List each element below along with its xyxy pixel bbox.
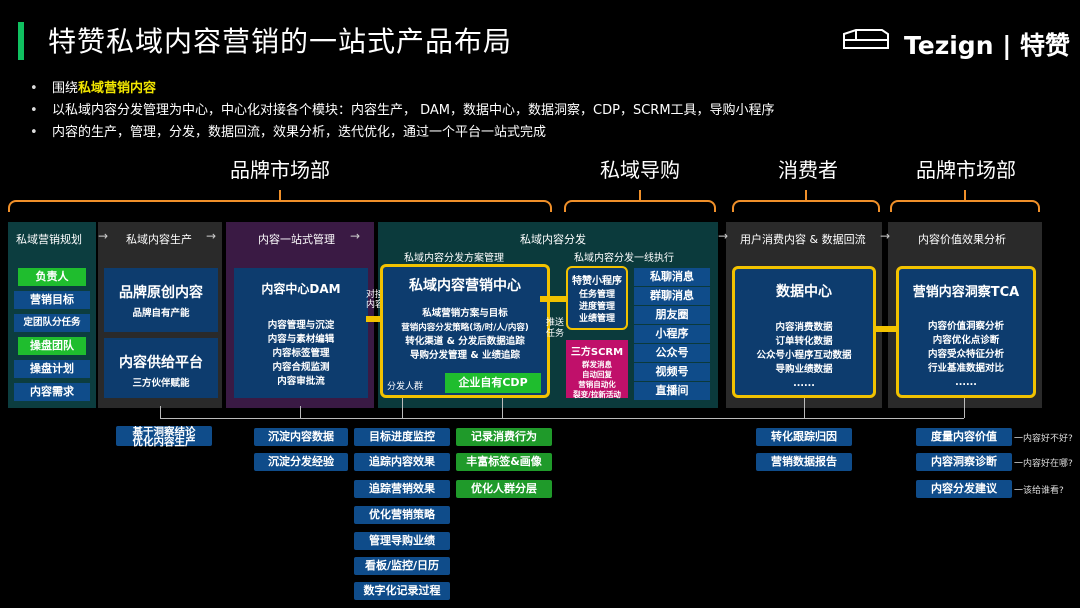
bullet-item: •内容的生产，管理，分发，数据回流，效果分析，迭代优化，通过一个平台一站式完成 xyxy=(30,125,547,140)
insight-optimize-label: 基于洞察结论 优化内容生产 xyxy=(116,426,212,447)
double-arrow-icon xyxy=(540,296,566,302)
section-label-brand: 品牌市场部 xyxy=(230,158,330,182)
tca-result-item: 内容洞察诊断 xyxy=(916,453,1012,471)
sub-column-head: 私域内容分发一线执行 xyxy=(574,253,674,264)
channel-item: 直播间 xyxy=(634,382,710,400)
tca-question: 一内容好不好? xyxy=(1014,434,1073,444)
arrow-right-icon: → xyxy=(206,229,217,243)
tca-result-item: 内容分发建议 xyxy=(916,480,1012,498)
production-box-original: 品牌原创内容 品牌自有产能 xyxy=(104,268,218,332)
planning-item: 营销目标 xyxy=(14,291,90,309)
center-result-item: 管理导购业绩 xyxy=(354,532,450,550)
arrow-right-icon: → xyxy=(98,229,109,243)
tezign-logo-icon xyxy=(843,29,889,49)
sub-column-head: 私域内容分发方案管理 xyxy=(404,253,504,264)
bullet-item: •以私域内容分发管理为中心，中心化对接各个模块：内容生产， DAM，数据中心，数… xyxy=(30,103,775,118)
section-brace xyxy=(564,200,716,212)
channel-item: 公众号 xyxy=(634,344,710,362)
section-label-private: 私域导购 xyxy=(600,158,680,182)
section-brace xyxy=(890,200,1040,212)
column-head: 内容一站式管理 xyxy=(258,233,335,246)
center-result-item: 目标进度监控 xyxy=(354,428,450,446)
arrow-right-icon: → xyxy=(350,229,361,243)
column-head: 私域内容分发 xyxy=(520,233,586,246)
center-result-item: 追踪内容效果 xyxy=(354,453,450,471)
cdp-button: 企业自有CDP xyxy=(445,373,541,393)
channel-item: 视频号 xyxy=(634,363,710,381)
section-label-brand-analysis: 品牌市场部 xyxy=(916,158,1016,182)
bullet-list: •围绕私域营销内容 •以私域内容分发管理为中心，中心化对接各个模块：内容生产， … xyxy=(30,78,775,144)
arrow-right-icon: → xyxy=(718,229,729,243)
scrm-box: 三方SCRM 群发消息 自动回复 营销自动化 裂变/拉新活动 xyxy=(566,340,628,399)
data-center-box: 数据中心 内容消费数据 订单转化数据 公众号小程序互动数据 导购业绩数据 ...… xyxy=(732,266,876,398)
bullet-item: •围绕私域营销内容 xyxy=(30,81,157,96)
tca-result-item: 度量内容价值 xyxy=(916,428,1012,446)
page-title: 特赞私域内容营销的一站式产品布局 xyxy=(48,25,513,58)
cdp-result-item: 记录消费行为 xyxy=(456,428,552,446)
column-head: 用户消费内容 & 数据回流 xyxy=(740,233,866,246)
production-box-supply: 内容供给平台 三方伙伴赋能 xyxy=(104,338,218,398)
channel-item: 朋友圈 xyxy=(634,306,710,324)
data-result-item: 转化跟踪归因 xyxy=(756,428,852,446)
title-accent-bar xyxy=(18,22,24,60)
center-result-item: 优化营销策略 xyxy=(354,506,450,524)
section-brace xyxy=(8,200,552,212)
dam-result-item: 沉淀分发经验 xyxy=(254,453,348,471)
cdp-result-item: 优化人群分层 xyxy=(456,480,552,498)
double-arrow-icon xyxy=(366,316,384,322)
double-arrow-icon xyxy=(874,326,898,332)
marketing-center-box: 私域内容营销中心 私域营销方案与目标 营销内容分发策略(场/时/人/内容) 转化… xyxy=(380,264,550,398)
column-head: 私域内容生产 xyxy=(126,233,192,246)
brand-logo-text: Tezign | 特赞 xyxy=(904,31,1071,60)
center-result-item: 追踪营销效果 xyxy=(354,480,450,498)
arrow-right-icon: → xyxy=(880,229,891,243)
mini-program-box: 特赞小程序 任务管理 进度管理 业绩管理 xyxy=(566,266,628,330)
column-head: 私域营销规划 xyxy=(16,233,82,246)
column-head: 内容价值效果分析 xyxy=(918,233,1006,246)
center-result-item: 数字化记录过程 xyxy=(354,582,450,600)
bullet-highlight: 私域营销内容 xyxy=(78,81,157,96)
tca-question: 一该给谁看? xyxy=(1014,486,1064,496)
planning-item: 定团队分任务 xyxy=(14,314,90,332)
dam-link-label: 对接 内容 xyxy=(366,290,385,310)
dam-box: 内容中心DAM 内容管理与沉淀 内容与素材编辑 内容标签管理 内容合规监测 内容… xyxy=(234,268,368,398)
dam-result-item: 沉淀内容数据 xyxy=(254,428,348,446)
planning-item: 内容需求 xyxy=(14,383,90,401)
planning-item: 负责人 xyxy=(18,268,86,286)
channel-item: 小程序 xyxy=(634,325,710,343)
section-brace xyxy=(732,200,880,212)
planning-item: 操盘计划 xyxy=(14,360,90,378)
push-task-label: 推送 任务 xyxy=(546,318,565,339)
tca-box: 营销内容洞察TCA 内容价值洞察分析 内容优化点诊断 内容受众特征分析 行业基准… xyxy=(896,266,1036,398)
center-result-item: 看板/监控/日历 xyxy=(354,557,450,575)
section-label-consumer: 消费者 xyxy=(778,158,838,182)
planning-item: 操盘团队 xyxy=(18,337,86,355)
channel-item: 私聊消息 xyxy=(634,268,710,286)
data-result-item: 营销数据报告 xyxy=(756,453,852,471)
channel-item: 群聊消息 xyxy=(634,287,710,305)
cdp-result-item: 丰富标签&画像 xyxy=(456,453,552,471)
tca-question: 一内容好在哪? xyxy=(1014,459,1073,469)
